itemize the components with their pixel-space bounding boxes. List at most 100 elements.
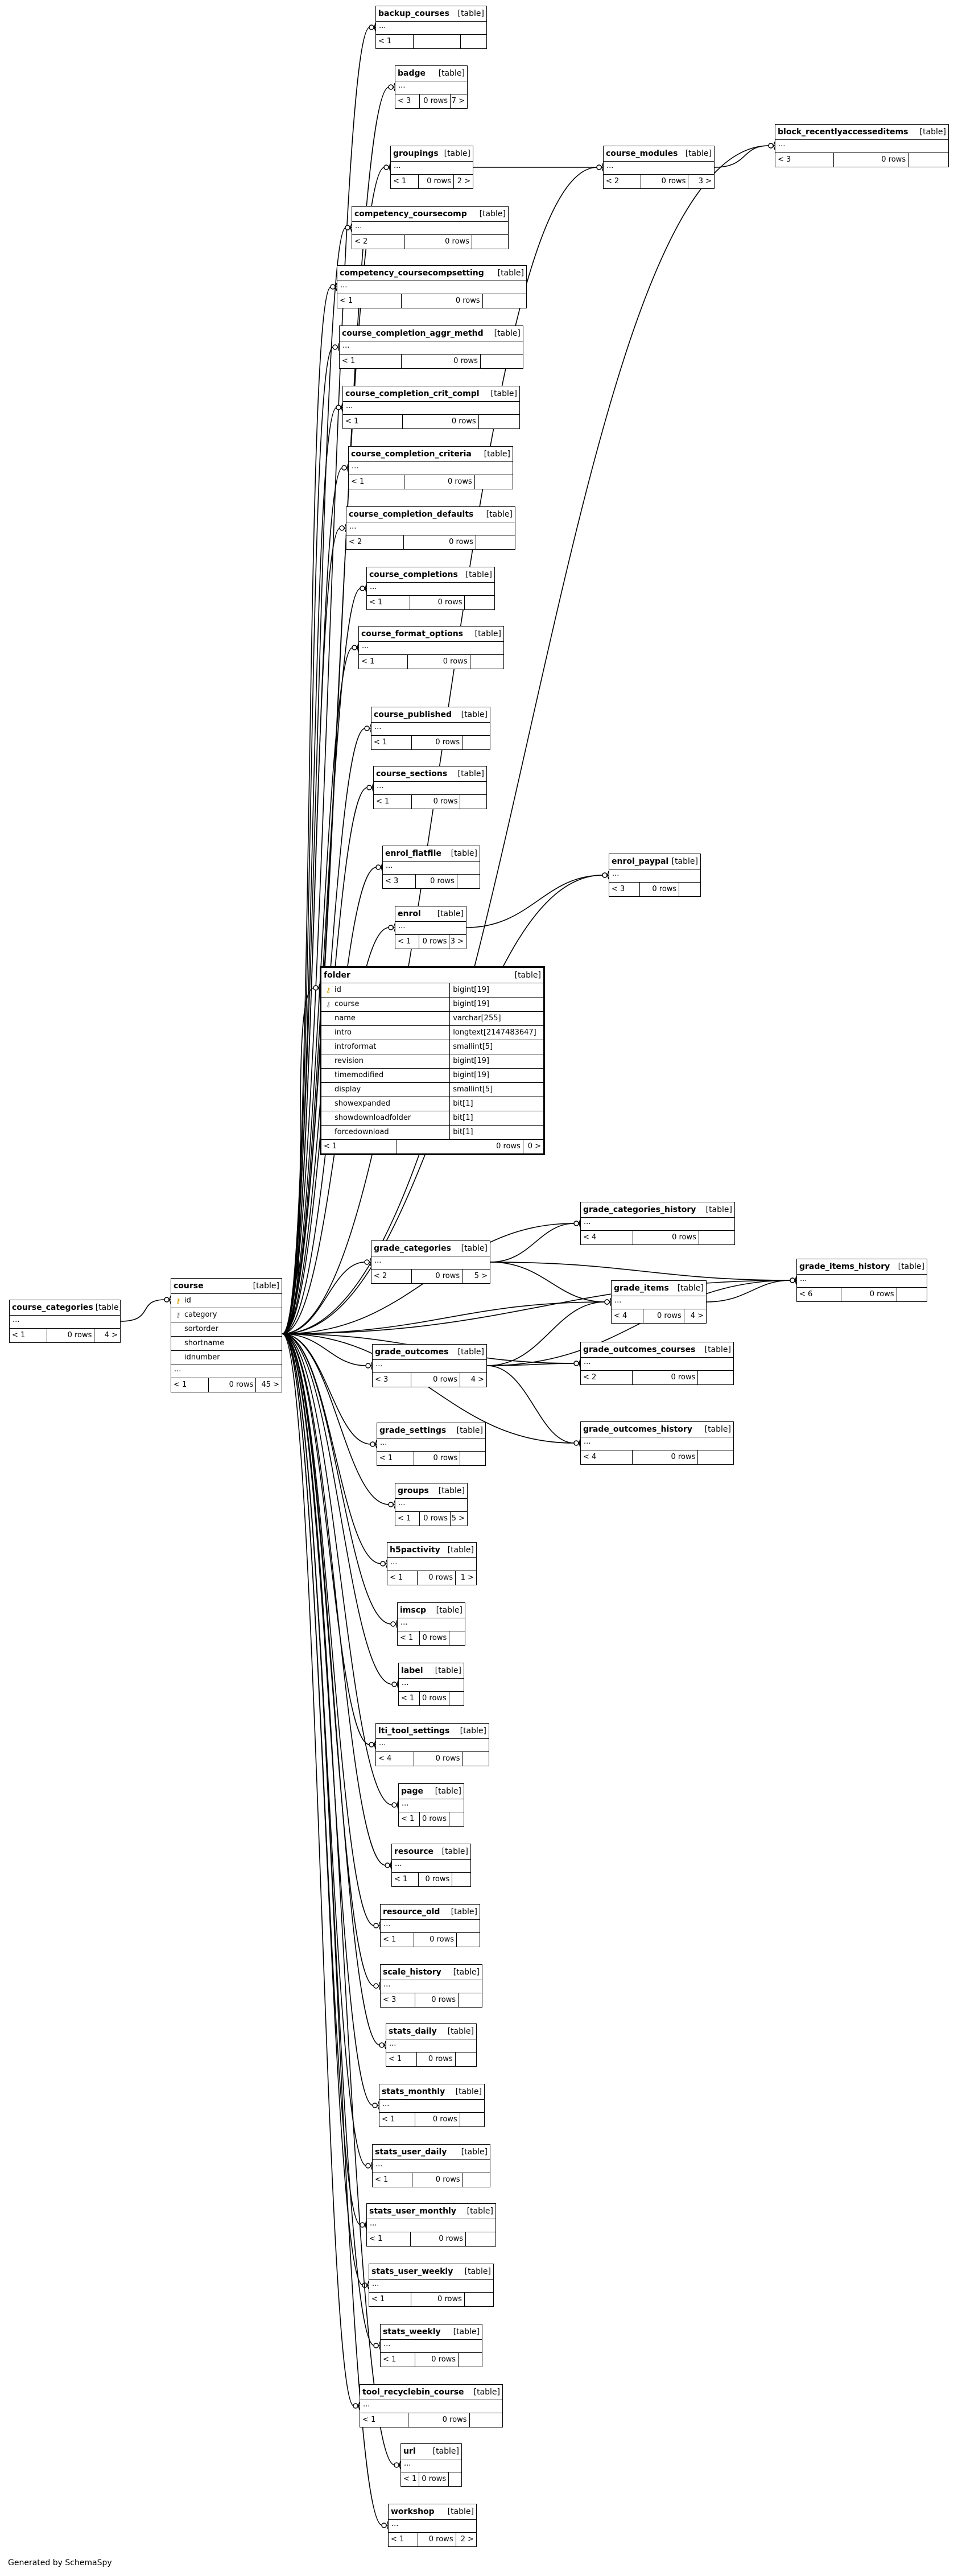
child-count[interactable] — [475, 475, 513, 489]
child-count[interactable] — [460, 795, 486, 809]
child-count[interactable]: 0 > — [527, 1142, 541, 1151]
parent-count[interactable]: < 1 — [399, 1692, 420, 1705]
child-count[interactable] — [476, 535, 515, 549]
child-count[interactable] — [463, 736, 490, 749]
child-count[interactable] — [465, 2293, 493, 2306]
child-count[interactable] — [459, 1993, 482, 2007]
child-count[interactable] — [463, 1752, 489, 1766]
child-count[interactable] — [909, 153, 948, 167]
parent-count[interactable]: < 1 — [369, 2293, 412, 2306]
parent-count[interactable]: < 3 — [609, 883, 641, 896]
parent-count[interactable]: < 3 — [383, 875, 416, 888]
child-count[interactable]: 2 > — [457, 177, 470, 186]
parent-count[interactable]: < 1 — [376, 35, 414, 48]
child-count[interactable] — [481, 355, 523, 368]
table-backup-courses[interactable]: backup_courses[table]...< 1 — [375, 6, 487, 49]
parent-count[interactable]: < 1 — [171, 1378, 209, 1392]
table-course-completion-aggr-methd[interactable]: course_completion_aggr_methd[table]...< … — [339, 325, 523, 369]
parent-count[interactable]: < 1 — [374, 795, 412, 809]
parent-count[interactable]: < 1 — [367, 596, 411, 609]
parent-count[interactable]: < 1 — [10, 1329, 47, 1342]
parent-count[interactable]: < 1 — [392, 1873, 419, 1886]
child-count[interactable] — [457, 1933, 480, 1947]
parent-count[interactable]: < 2 — [604, 175, 641, 188]
parent-count[interactable]: < 1 — [367, 2232, 411, 2246]
child-count[interactable] — [465, 596, 494, 609]
table-course-completion-crit-compl[interactable]: course_completion_crit_compl[table]...< … — [342, 386, 520, 429]
child-count[interactable]: 5 > — [474, 1272, 488, 1280]
child-count[interactable] — [456, 2052, 476, 2066]
child-count[interactable]: 4 > — [104, 1331, 118, 1339]
parent-count[interactable]: < 1 — [381, 2353, 415, 2367]
child-count[interactable] — [452, 1873, 470, 1886]
child-count[interactable] — [449, 2472, 461, 2486]
parent-count[interactable]: < 1 — [337, 294, 402, 308]
parent-count[interactable]: < 1 — [381, 1933, 415, 1947]
parent-count[interactable]: < 1 — [398, 1631, 420, 1645]
parent-count[interactable]: < 1 — [401, 2472, 420, 2486]
child-count[interactable] — [470, 2413, 503, 2427]
table-block-recentlyaccesseditems[interactable]: block_recentlyaccesseditems[table]...< 3… — [775, 124, 949, 167]
child-count[interactable] — [460, 1452, 485, 1465]
parent-count[interactable]: < 1 — [371, 736, 412, 749]
child-count[interactable] — [449, 1692, 464, 1705]
child-count[interactable] — [483, 294, 526, 308]
child-count[interactable]: 3 > — [698, 177, 712, 186]
parent-count[interactable]: < 1 — [389, 2533, 419, 2546]
child-count[interactable] — [459, 2353, 482, 2367]
child-count[interactable]: 3 > — [450, 937, 464, 946]
child-count[interactable] — [699, 1231, 734, 1244]
child-count[interactable] — [470, 655, 503, 669]
parent-count[interactable]: < 3 — [775, 153, 835, 167]
child-count[interactable]: 4 > — [690, 1312, 704, 1320]
child-count[interactable] — [897, 1288, 927, 1301]
parent-count[interactable]: < 4 — [376, 1752, 415, 1766]
parent-count[interactable]: < 1 — [321, 1140, 397, 1153]
parent-count[interactable]: < 2 — [371, 1270, 412, 1283]
table-competency-coursecompsetting[interactable]: competency_coursecompsetting[table]...< … — [337, 265, 527, 308]
child-count[interactable]: 45 > — [261, 1380, 279, 1389]
parent-count[interactable]: < 1 — [343, 415, 403, 428]
child-count[interactable] — [466, 2232, 495, 2246]
child-count[interactable] — [460, 2113, 484, 2126]
child-count[interactable]: 4 > — [470, 1375, 484, 1384]
parent-count[interactable]: < 3 — [381, 1993, 415, 2007]
parent-count[interactable]: < 4 — [581, 1450, 633, 1464]
parent-count[interactable]: < 1 — [395, 1512, 420, 1526]
child-count[interactable] — [698, 1450, 733, 1464]
parent-count[interactable]: < 1 — [360, 2413, 408, 2427]
parent-count[interactable]: < 1 — [349, 475, 404, 489]
parent-count[interactable]: < 1 — [391, 175, 419, 188]
child-count[interactable]: 2 > — [460, 2535, 474, 2544]
